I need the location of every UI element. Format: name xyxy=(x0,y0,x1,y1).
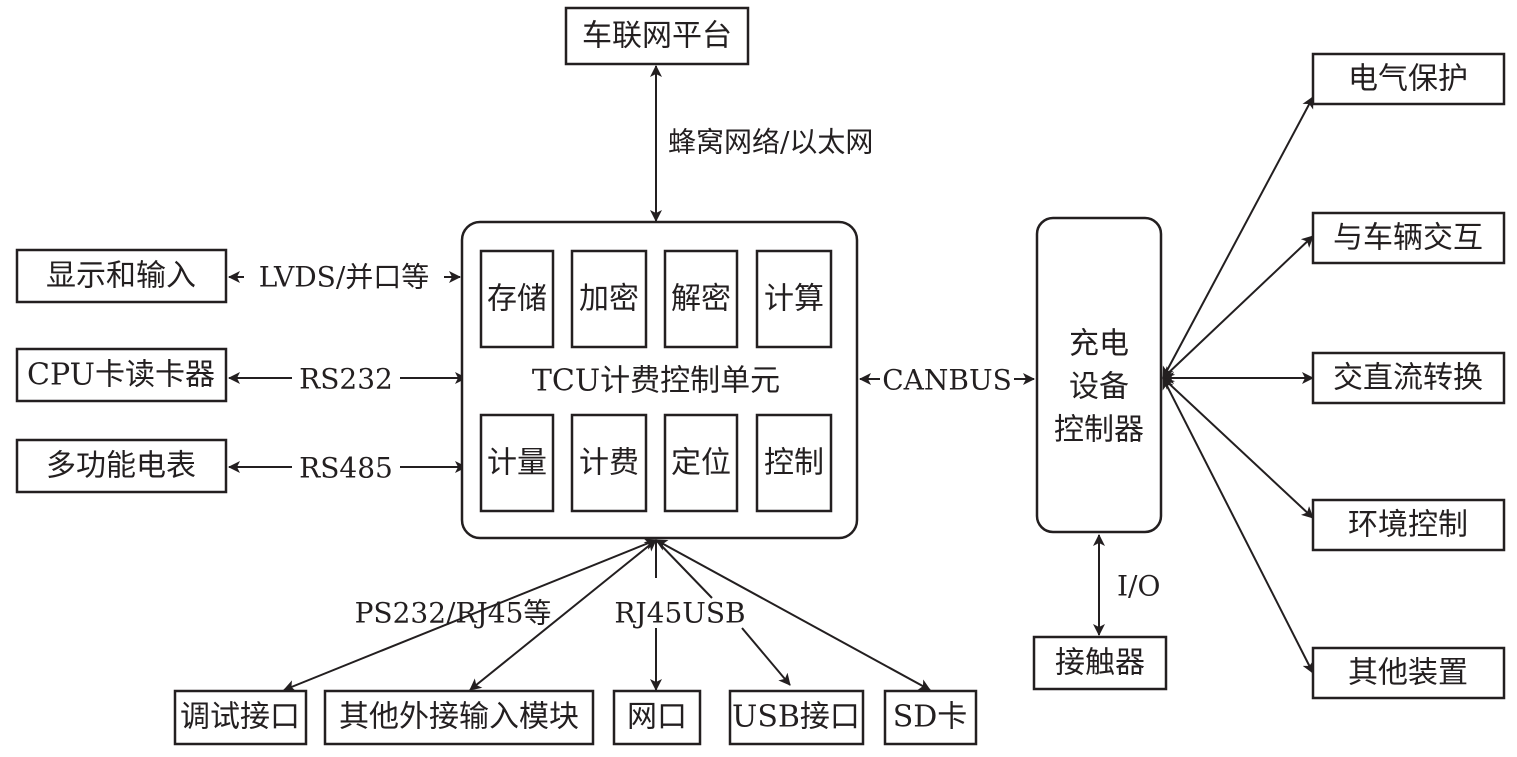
edge-tcu-usb-upper xyxy=(655,539,713,599)
bottom-nodes: 调试接口 其他外接输入模块 网口 USB接口 SD卡 xyxy=(173,689,978,746)
edge-tcu-sd xyxy=(655,539,931,691)
bottom-external-input: 其他外接输入模块 xyxy=(339,700,579,735)
bottom-debug-port: 调试接口 xyxy=(180,700,300,735)
io-label: I/O xyxy=(1117,570,1160,603)
tcu-title: TCU计费控制单元 xyxy=(532,364,780,399)
module-encrypt: 加密 xyxy=(579,282,639,317)
cellular-label: 蜂窝网络/以太网 xyxy=(668,126,873,159)
controller-line-3: 控制器 xyxy=(1054,413,1144,448)
display-label: 显示和输入 xyxy=(46,259,196,294)
bottom-sd-card: SD卡 xyxy=(893,700,968,735)
lvds-label: LVDS/并口等 xyxy=(259,261,430,294)
right-other-devices: 其他装置 xyxy=(1348,656,1468,691)
right-acdc-conversion: 交直流转换 xyxy=(1333,361,1483,396)
contactor-node: 接触器 xyxy=(1032,635,1168,691)
tcu-modules-top: 存储 加密 解密 计算 xyxy=(479,249,833,349)
bottom-network-port: 网口 xyxy=(627,700,687,735)
edge-controller-env xyxy=(1162,377,1314,519)
module-positioning: 定位 xyxy=(671,446,731,481)
controller-line-2: 设备 xyxy=(1069,370,1129,405)
module-decrypt: 解密 xyxy=(671,282,731,317)
rs232-label: RS232 xyxy=(299,363,393,396)
rj45usb-label: RJ45USB xyxy=(614,597,745,630)
edge-tcu-external xyxy=(469,539,657,691)
canbus-label: CANBUS xyxy=(882,364,1012,397)
platform-label: 车联网平台 xyxy=(582,19,732,54)
tcu-modules-bottom: 计量 计费 定位 控制 xyxy=(479,413,833,513)
module-metering: 计量 xyxy=(487,446,547,481)
platform-node: 车联网平台 xyxy=(564,6,750,66)
rs485-label: RS485 xyxy=(299,452,393,485)
module-storage: 存储 xyxy=(487,282,547,317)
charger-controller-node: 充电 设备 控制器 xyxy=(1035,216,1163,534)
right-environment-control: 环境控制 xyxy=(1348,508,1468,543)
module-compute: 计算 xyxy=(764,282,824,317)
bottom-usb-port: USB接口 xyxy=(732,700,860,735)
display-node: 显示和输入 xyxy=(15,248,228,304)
contactor-label: 接触器 xyxy=(1055,646,1145,681)
right-electrical-protection: 电气保护 xyxy=(1348,62,1468,97)
controller-line-1: 充电 xyxy=(1069,327,1129,362)
meter-node: 多功能电表 xyxy=(15,438,228,494)
edge-tcu-usb-lower xyxy=(741,627,791,686)
right-nodes: 电气保护 与车辆交互 交直流转换 环境控制 其他装置 xyxy=(1311,52,1506,700)
module-control: 控制 xyxy=(764,446,824,481)
connectors xyxy=(228,65,1314,692)
ps232-label: PS232/RJ45等 xyxy=(355,597,552,630)
meter-label: 多功能电表 xyxy=(46,449,196,484)
module-billing: 计费 xyxy=(579,446,639,481)
right-vehicle-interaction: 与车辆交互 xyxy=(1333,221,1483,256)
edge-controller-vehicle xyxy=(1162,235,1314,379)
tcu-node: 存储 加密 解密 计算 TCU计费控制单元 计量 计费 定位 控制 xyxy=(460,220,859,540)
edge-controller-other xyxy=(1162,377,1314,674)
edge-controller-electrical xyxy=(1162,96,1314,379)
cpu-reader-label: CPU卡读卡器 xyxy=(27,358,215,393)
cpu-reader-node: CPU卡读卡器 xyxy=(15,347,228,403)
